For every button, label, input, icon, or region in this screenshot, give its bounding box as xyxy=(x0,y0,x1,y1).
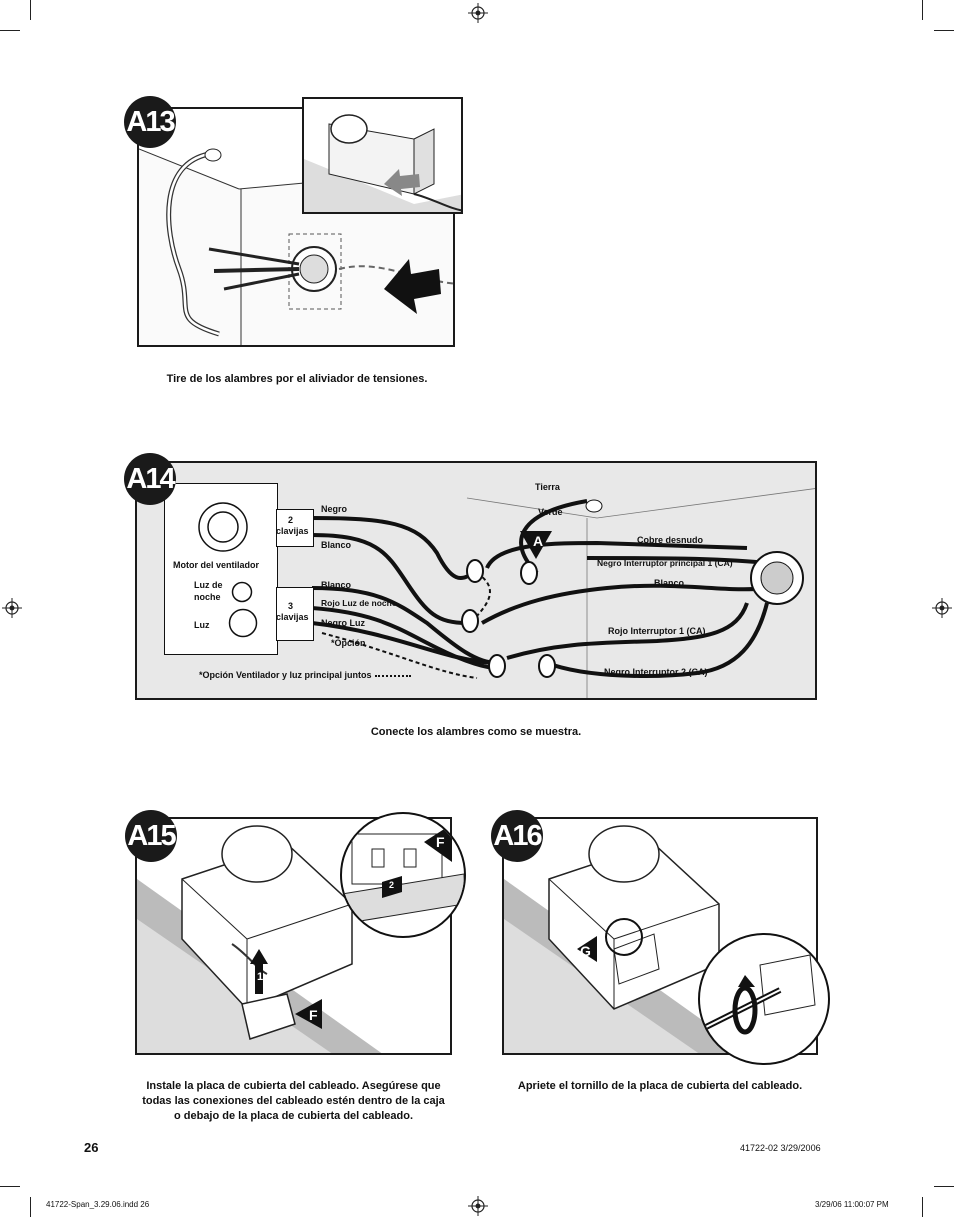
registration-mark-icon xyxy=(932,598,952,618)
label-blanco-right: Blanco xyxy=(654,578,685,588)
label-plug3-num: 3 xyxy=(288,601,294,611)
label-rojo-int1: Rojo Interruptor 1 (CA) xyxy=(608,626,706,636)
label-night-light-text: Luz de noche xyxy=(194,580,223,602)
a15-caption: Instale la placa de cubierta del cablead… xyxy=(135,1079,452,1124)
label-plug2-num: 2 xyxy=(288,515,294,525)
doc-code: 41722-02 3/29/2006 xyxy=(740,1143,821,1153)
page-number: 26 xyxy=(84,1140,99,1155)
label-negro-luz: Negro Luz xyxy=(321,618,365,628)
label-cobre: Cobre desnudo xyxy=(637,535,704,545)
crop-mark xyxy=(934,1186,954,1187)
label-night-light: Luz de noche xyxy=(194,579,234,603)
a15-caption-line: todas las conexiones del cableado estén … xyxy=(142,1095,445,1107)
label-plug2-word: clavijas xyxy=(276,526,309,536)
a14-wiring-diagram: Motor del ventilador Luz de noche Luz 2 … xyxy=(135,461,817,700)
print-timestamp: 3/29/06 11:00:07 PM xyxy=(815,1200,889,1209)
step-badge-a14: A14 xyxy=(124,453,176,505)
a14-plug3-box xyxy=(276,587,314,641)
label-negro-top: Negro xyxy=(321,504,348,514)
label-negro-int2: Negro Interruptor 2 (CA) xyxy=(604,667,708,677)
marker-a: A xyxy=(533,533,544,549)
file-name: 41722-Span_3.29.06.indd 26 xyxy=(46,1200,150,1209)
a14-caption: Conecte los alambres como se muestra. xyxy=(370,726,582,738)
label-plug3-word: clavijas xyxy=(276,612,309,622)
step-badge-a15: A15 xyxy=(125,810,177,862)
a15-inset: F 2 xyxy=(340,812,466,938)
a15-caption-line: Instale la placa de cubierta del cablead… xyxy=(146,1080,441,1092)
label-light: Luz xyxy=(194,620,210,630)
label-blanco-mid: Blanco xyxy=(321,580,352,590)
a15-marker-2: 2 xyxy=(389,880,395,890)
step-badge-a13: A13 xyxy=(124,96,176,148)
label-opcion-note: *Opción Ventilador y luz principal junto… xyxy=(199,670,411,680)
label-motor: Motor del ventilador xyxy=(173,560,260,570)
a13-inset xyxy=(302,97,463,214)
a15-marker-1: 1 xyxy=(257,971,264,983)
registration-mark-icon xyxy=(468,3,488,23)
a13-caption: Tire de los alambres por el aliviador de… xyxy=(166,373,428,385)
step-badge-a16: A16 xyxy=(491,810,543,862)
crop-mark xyxy=(0,30,20,31)
crop-mark xyxy=(30,1197,31,1217)
crop-mark xyxy=(922,0,923,20)
crop-mark xyxy=(0,1186,20,1187)
label-rojo-luz-noche: Rojo Luz de noche xyxy=(321,598,397,608)
a16-caption: Apriete el tornillo de la placa de cubie… xyxy=(517,1080,803,1092)
a15-marker-f-inset: F xyxy=(436,834,445,850)
a14-plug2-box xyxy=(276,509,314,547)
fan-motor-icon xyxy=(198,502,248,552)
label-blanco-top: Blanco xyxy=(321,540,352,550)
a16-marker-g: G xyxy=(580,943,591,959)
night-light-icon xyxy=(231,581,253,603)
a16-inset xyxy=(698,933,830,1065)
registration-mark-icon xyxy=(2,598,22,618)
label-opcion-note-text: *Opción Ventilador y luz principal junto… xyxy=(199,670,372,680)
a15-caption-line: o debajo de la placa de cubierta del cab… xyxy=(173,1110,414,1122)
crop-mark xyxy=(934,30,954,31)
label-opcion: *Opción xyxy=(331,638,366,648)
crop-mark xyxy=(922,1197,923,1217)
label-tierra: Tierra xyxy=(535,482,560,492)
label-negro-int-principal: Negro Interruptor principal 1 (CA) xyxy=(597,558,733,568)
label-verde: Verde xyxy=(538,507,563,517)
a15-marker-f-lower: F xyxy=(309,1007,318,1023)
light-icon xyxy=(228,608,258,638)
registration-mark-icon xyxy=(468,1196,488,1216)
crop-mark xyxy=(30,0,31,20)
